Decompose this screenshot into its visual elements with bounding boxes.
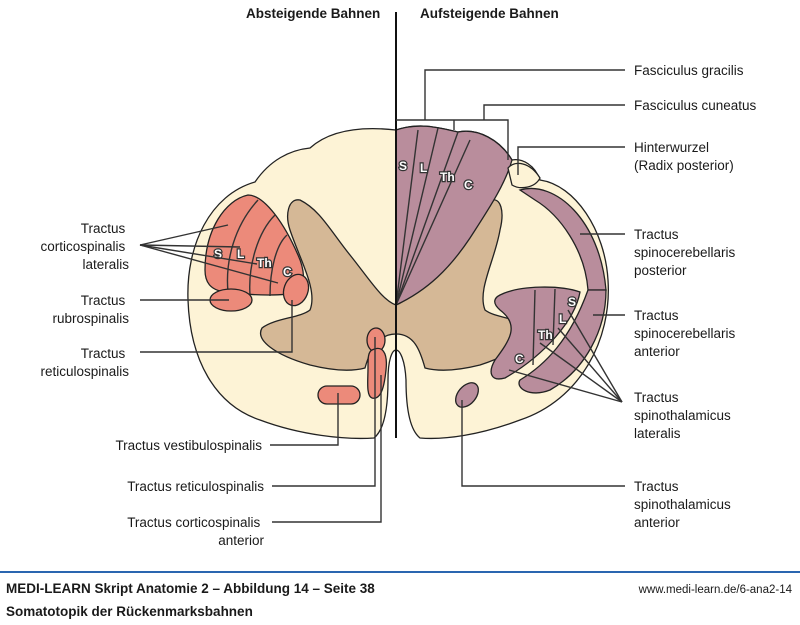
seg-letter-s-post: S [399,159,407,173]
footer-url[interactable]: www.medi-learn.de/6-ana2-14 [638,584,792,596]
seg-letter-l-post: L [420,161,427,175]
hinterwurzel [507,162,541,189]
seg-letter-th-left: Th [257,256,272,270]
segment-divider [249,214,276,296]
tract-spinothalamicus-lateralis [490,286,581,380]
footer-subtitle: Somatotopik der Rückenmarksbahnen [6,604,253,619]
footer-rule [0,571,800,573]
seg-letter-c-post: C [464,178,473,192]
label-hinterwurzel: Hinterwurzel (Radix posterior) [634,140,734,173]
label-spinothalamicus-anterior: Tractus spinothalamicus anterior [634,479,735,530]
label-rubrospinalis: Tractus rubrospinalis [52,293,129,326]
segment-divider [395,131,459,306]
label-spinothalamicus-lateralis: Tractus spinothalamicus lateralis [634,390,735,441]
label-spinocerebellaris-anterior: Tractus spinocerebellaris anterior [634,308,739,359]
segment-divider [269,234,288,297]
tract-spinocerebellaris-anterior [518,289,607,394]
segment-divider [226,199,259,293]
segment-divider [395,129,419,306]
seg-letter-l-left: L [237,247,244,261]
header-descending: Absteigende Bahnen [246,6,380,21]
seg-letter-s-left: S [214,247,222,261]
tract-corticospinalis-anterior [367,347,388,399]
leader-lines-left [139,224,382,523]
tract-reticulospinalis-lateral [282,273,310,307]
label-fasciculus-gracilis: Fasciculus gracilis [634,63,744,78]
seg-letter-c-left: C [283,265,292,279]
segment-divider [532,289,536,366]
leader-lines-right [396,69,625,487]
segment-divider [395,127,439,306]
label-reticulospinalis-medial: Tractus reticulospinalis [127,479,264,494]
segment-divider [552,288,556,346]
label-corticospinalis-lateralis: Tractus corticospinalis lateralis [40,221,129,272]
header-ascending: Aufsteigende Bahnen [420,6,559,21]
seg-letter-th-st: Th [538,328,553,342]
label-reticulospinalis-lateral: Tractus reticulospinalis [40,346,129,379]
segment-divider [395,139,471,306]
label-vestibulospinalis: Tractus vestibulospinalis [115,438,262,453]
footer-title: MEDI-LEARN Skript Anatomie 2 – Abbildung… [6,581,375,596]
seg-letter-th-post: Th [440,170,455,184]
label-fasciculus-cuneatus: Fasciculus cuneatus [634,98,757,113]
label-corticospinalis-anterior: Tractus corticospinalis anterior [127,515,264,548]
seg-letter-s-st: S [568,295,576,309]
seg-letter-l-st: L [559,312,566,326]
seg-letter-c-st: C [515,352,524,366]
tract-vestibulospinalis [317,385,361,405]
spinal-cord-diagram: Absteigende Bahnen Aufsteigende Bahnen S… [40,6,757,548]
label-spinocerebellaris-posterior: Tractus spinocerebellaris posterior [634,227,739,278]
